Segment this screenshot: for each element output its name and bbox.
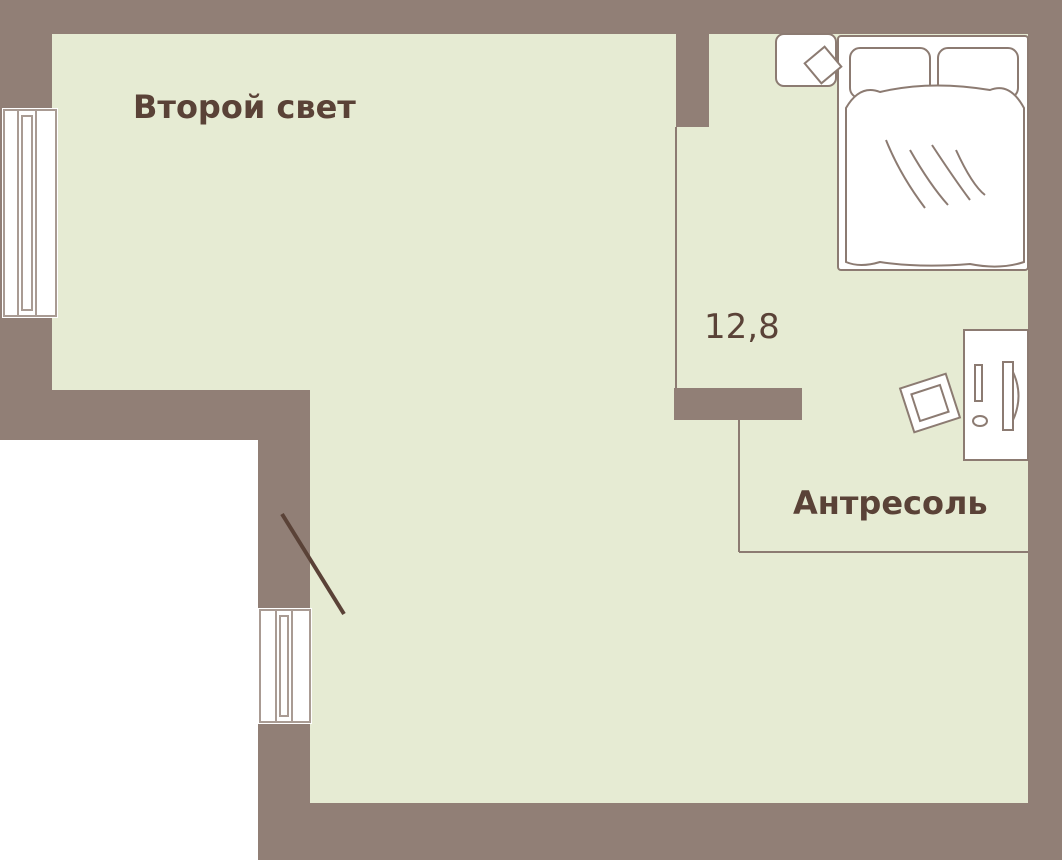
desk-item [974,364,983,402]
desk-monitor [1002,361,1014,431]
blanket-fold-1 [885,139,926,209]
window-left [2,108,58,318]
entrance-door [274,508,346,616]
blanket [845,84,1025,268]
room-label-mezzanine: Антресоль [793,484,988,522]
window-bottom-left [258,608,312,724]
chair [898,372,962,434]
floor-area [52,34,1028,803]
chair-back [910,383,950,423]
partition-upper [676,34,709,127]
desk-keyboard [1012,371,1020,421]
partition-mezzanine-edge [674,388,802,420]
blanket-fold-2 [909,149,949,206]
desk-mouse [972,415,988,427]
area-label-mezzanine: 12,8 [704,307,780,347]
nightstand [775,33,843,87]
room-label-double-height: Второй свет [133,88,356,126]
bed [837,35,1029,271]
desk [963,329,1029,461]
nightstand-book [803,45,843,85]
mezzanine-boundary [675,127,1028,553]
blanket-fold-3 [931,144,971,201]
blanket-fold-4 [955,149,986,196]
